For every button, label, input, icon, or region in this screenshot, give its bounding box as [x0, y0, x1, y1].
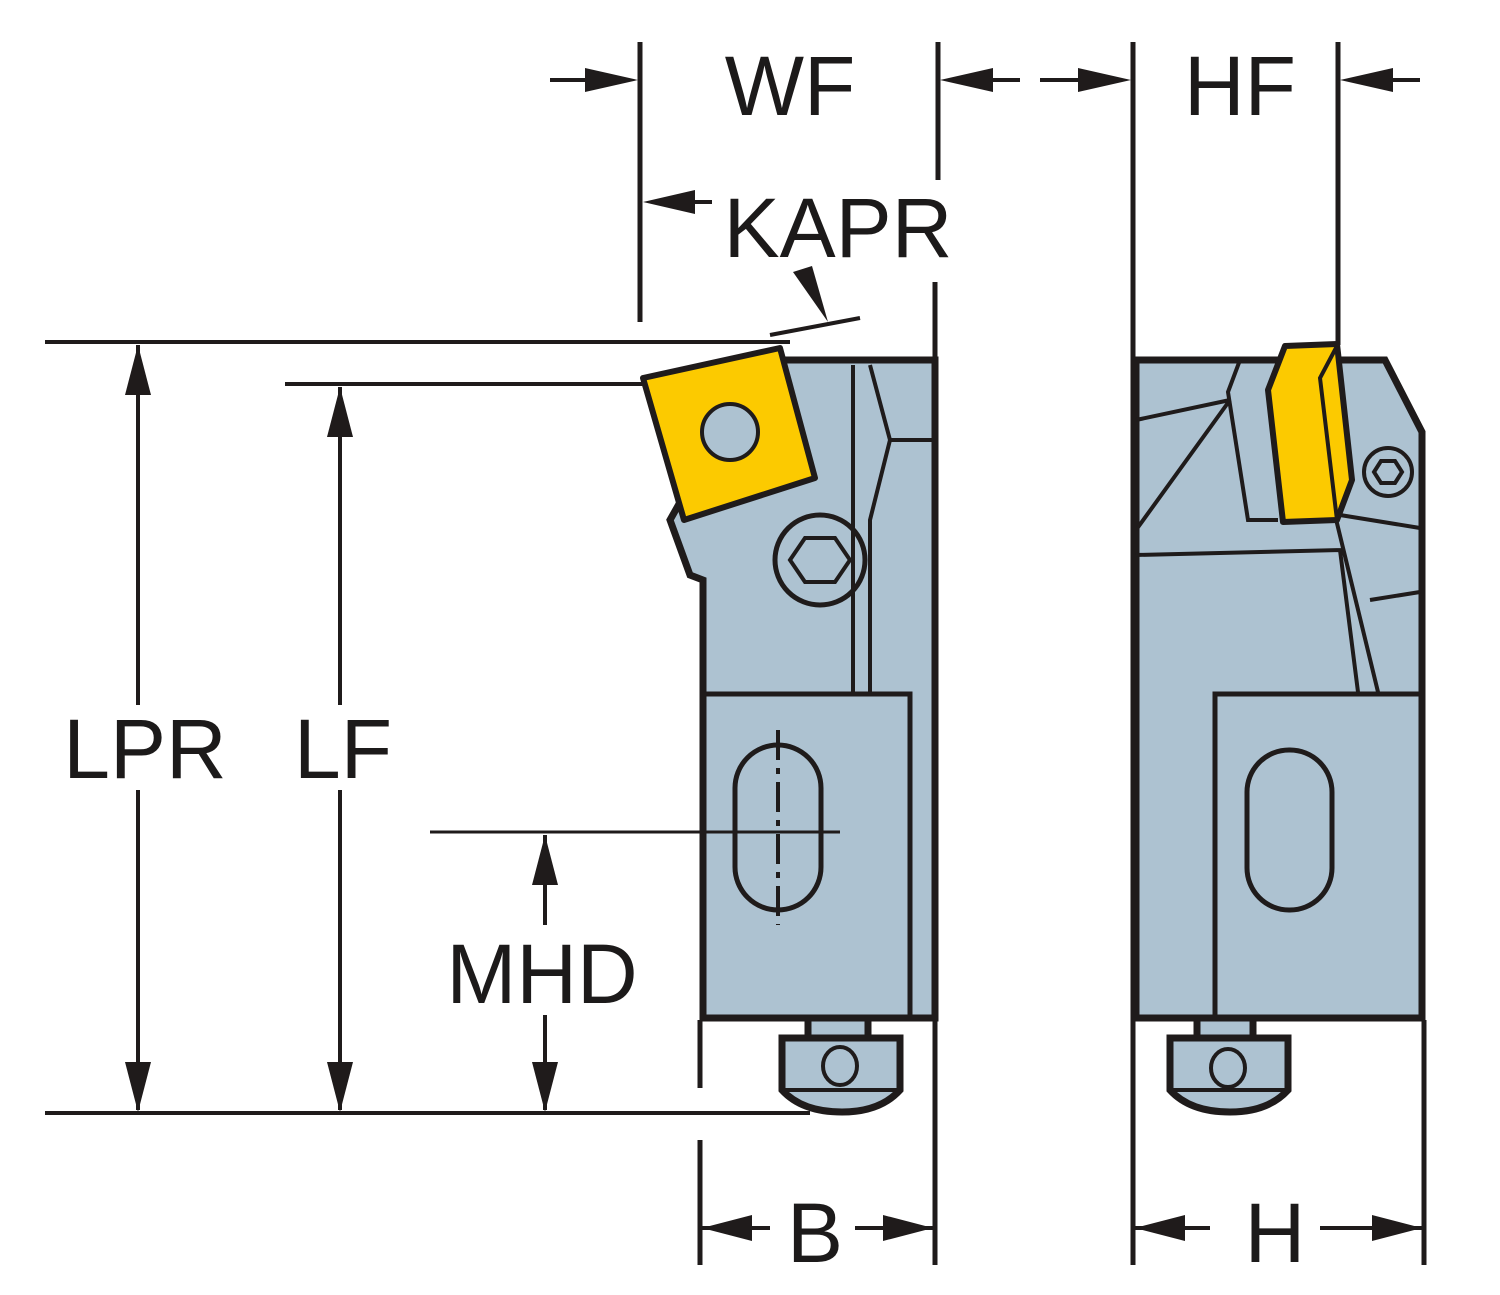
arrow-up-icon — [125, 345, 151, 395]
lf-label-bg — [295, 705, 395, 790]
arrow-left-icon — [702, 1215, 752, 1241]
insert-edge-line — [1317, 345, 1339, 521]
mhd-label-bg — [440, 925, 640, 1015]
arrow-right-icon — [1372, 1215, 1422, 1241]
label-h: H — [1245, 1186, 1306, 1280]
label-hf: HF — [1184, 39, 1296, 133]
label-b: B — [787, 1186, 843, 1280]
side-clamp-screw — [1362, 446, 1414, 498]
front-adjust-screw — [778, 1034, 904, 1116]
kapr-ref-line — [769, 316, 861, 337]
label-lf: LF — [294, 702, 392, 796]
dimensions: WF HF KAPR LPR LF MHD B H — [45, 39, 1427, 1280]
label-wf: WF — [725, 39, 856, 133]
front-lower-block — [706, 691, 913, 1015]
arrow-right-icon — [883, 1215, 933, 1241]
side-view — [1132, 341, 1426, 1116]
arrow-left-icon — [643, 190, 695, 214]
arrow-down-icon — [327, 1062, 353, 1112]
label-mhd: MHD — [446, 927, 637, 1021]
front-view — [430, 345, 939, 1116]
insert-hole — [700, 402, 760, 462]
label-lpr: LPR — [63, 702, 226, 796]
side-body — [1132, 356, 1426, 1022]
side-insert — [1265, 341, 1355, 525]
arrow-right-icon — [1078, 68, 1131, 92]
arrow-left-icon — [1135, 1215, 1185, 1241]
arrow-left-icon — [1340, 68, 1393, 92]
side-hex-socket-icon — [1371, 459, 1405, 485]
label-kapr: KAPR — [724, 181, 953, 275]
hex-socket-icon — [787, 536, 853, 584]
side-mounting-slot — [1244, 747, 1335, 913]
side-screw-hole — [1209, 1047, 1247, 1089]
side-wedges — [1134, 359, 1421, 693]
arrow-left-icon — [940, 68, 993, 92]
side-adjust-screw — [1166, 1034, 1292, 1116]
front-clamp-screw — [772, 512, 868, 608]
arrow-up-icon — [327, 387, 353, 437]
arrow-down-icon — [532, 1062, 558, 1112]
front-screw-hole — [821, 1045, 859, 1087]
arrow-up-icon — [532, 835, 558, 885]
arrow-down-icon — [793, 266, 828, 322]
lpr-label-bg — [60, 705, 230, 790]
side-lower-block — [1212, 691, 1420, 1015]
arrow-down-icon — [125, 1062, 151, 1112]
arrow-right-icon — [585, 68, 638, 92]
